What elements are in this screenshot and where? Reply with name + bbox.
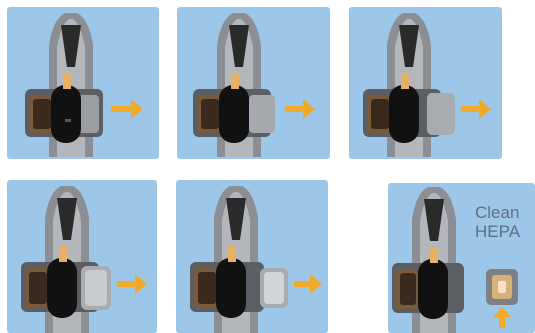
arrow-right-icon <box>7 7 159 159</box>
arrow-right-icon <box>7 180 157 333</box>
step-panel-1 <box>7 7 159 159</box>
arrow-right-icon <box>349 7 502 159</box>
step-panel-6: Clean HEPA <box>388 183 535 333</box>
step-panel-3 <box>349 7 502 159</box>
step-panel-2 <box>177 7 330 159</box>
caption-line-1: Clean <box>475 203 520 222</box>
clean-hepa-caption: Clean HEPA <box>475 203 520 241</box>
arrow-right-icon <box>177 7 330 159</box>
caption-line-2: HEPA <box>475 222 520 241</box>
arrow-right-icon <box>176 180 328 333</box>
step-panel-4 <box>7 180 157 333</box>
step-panel-5 <box>176 180 328 333</box>
